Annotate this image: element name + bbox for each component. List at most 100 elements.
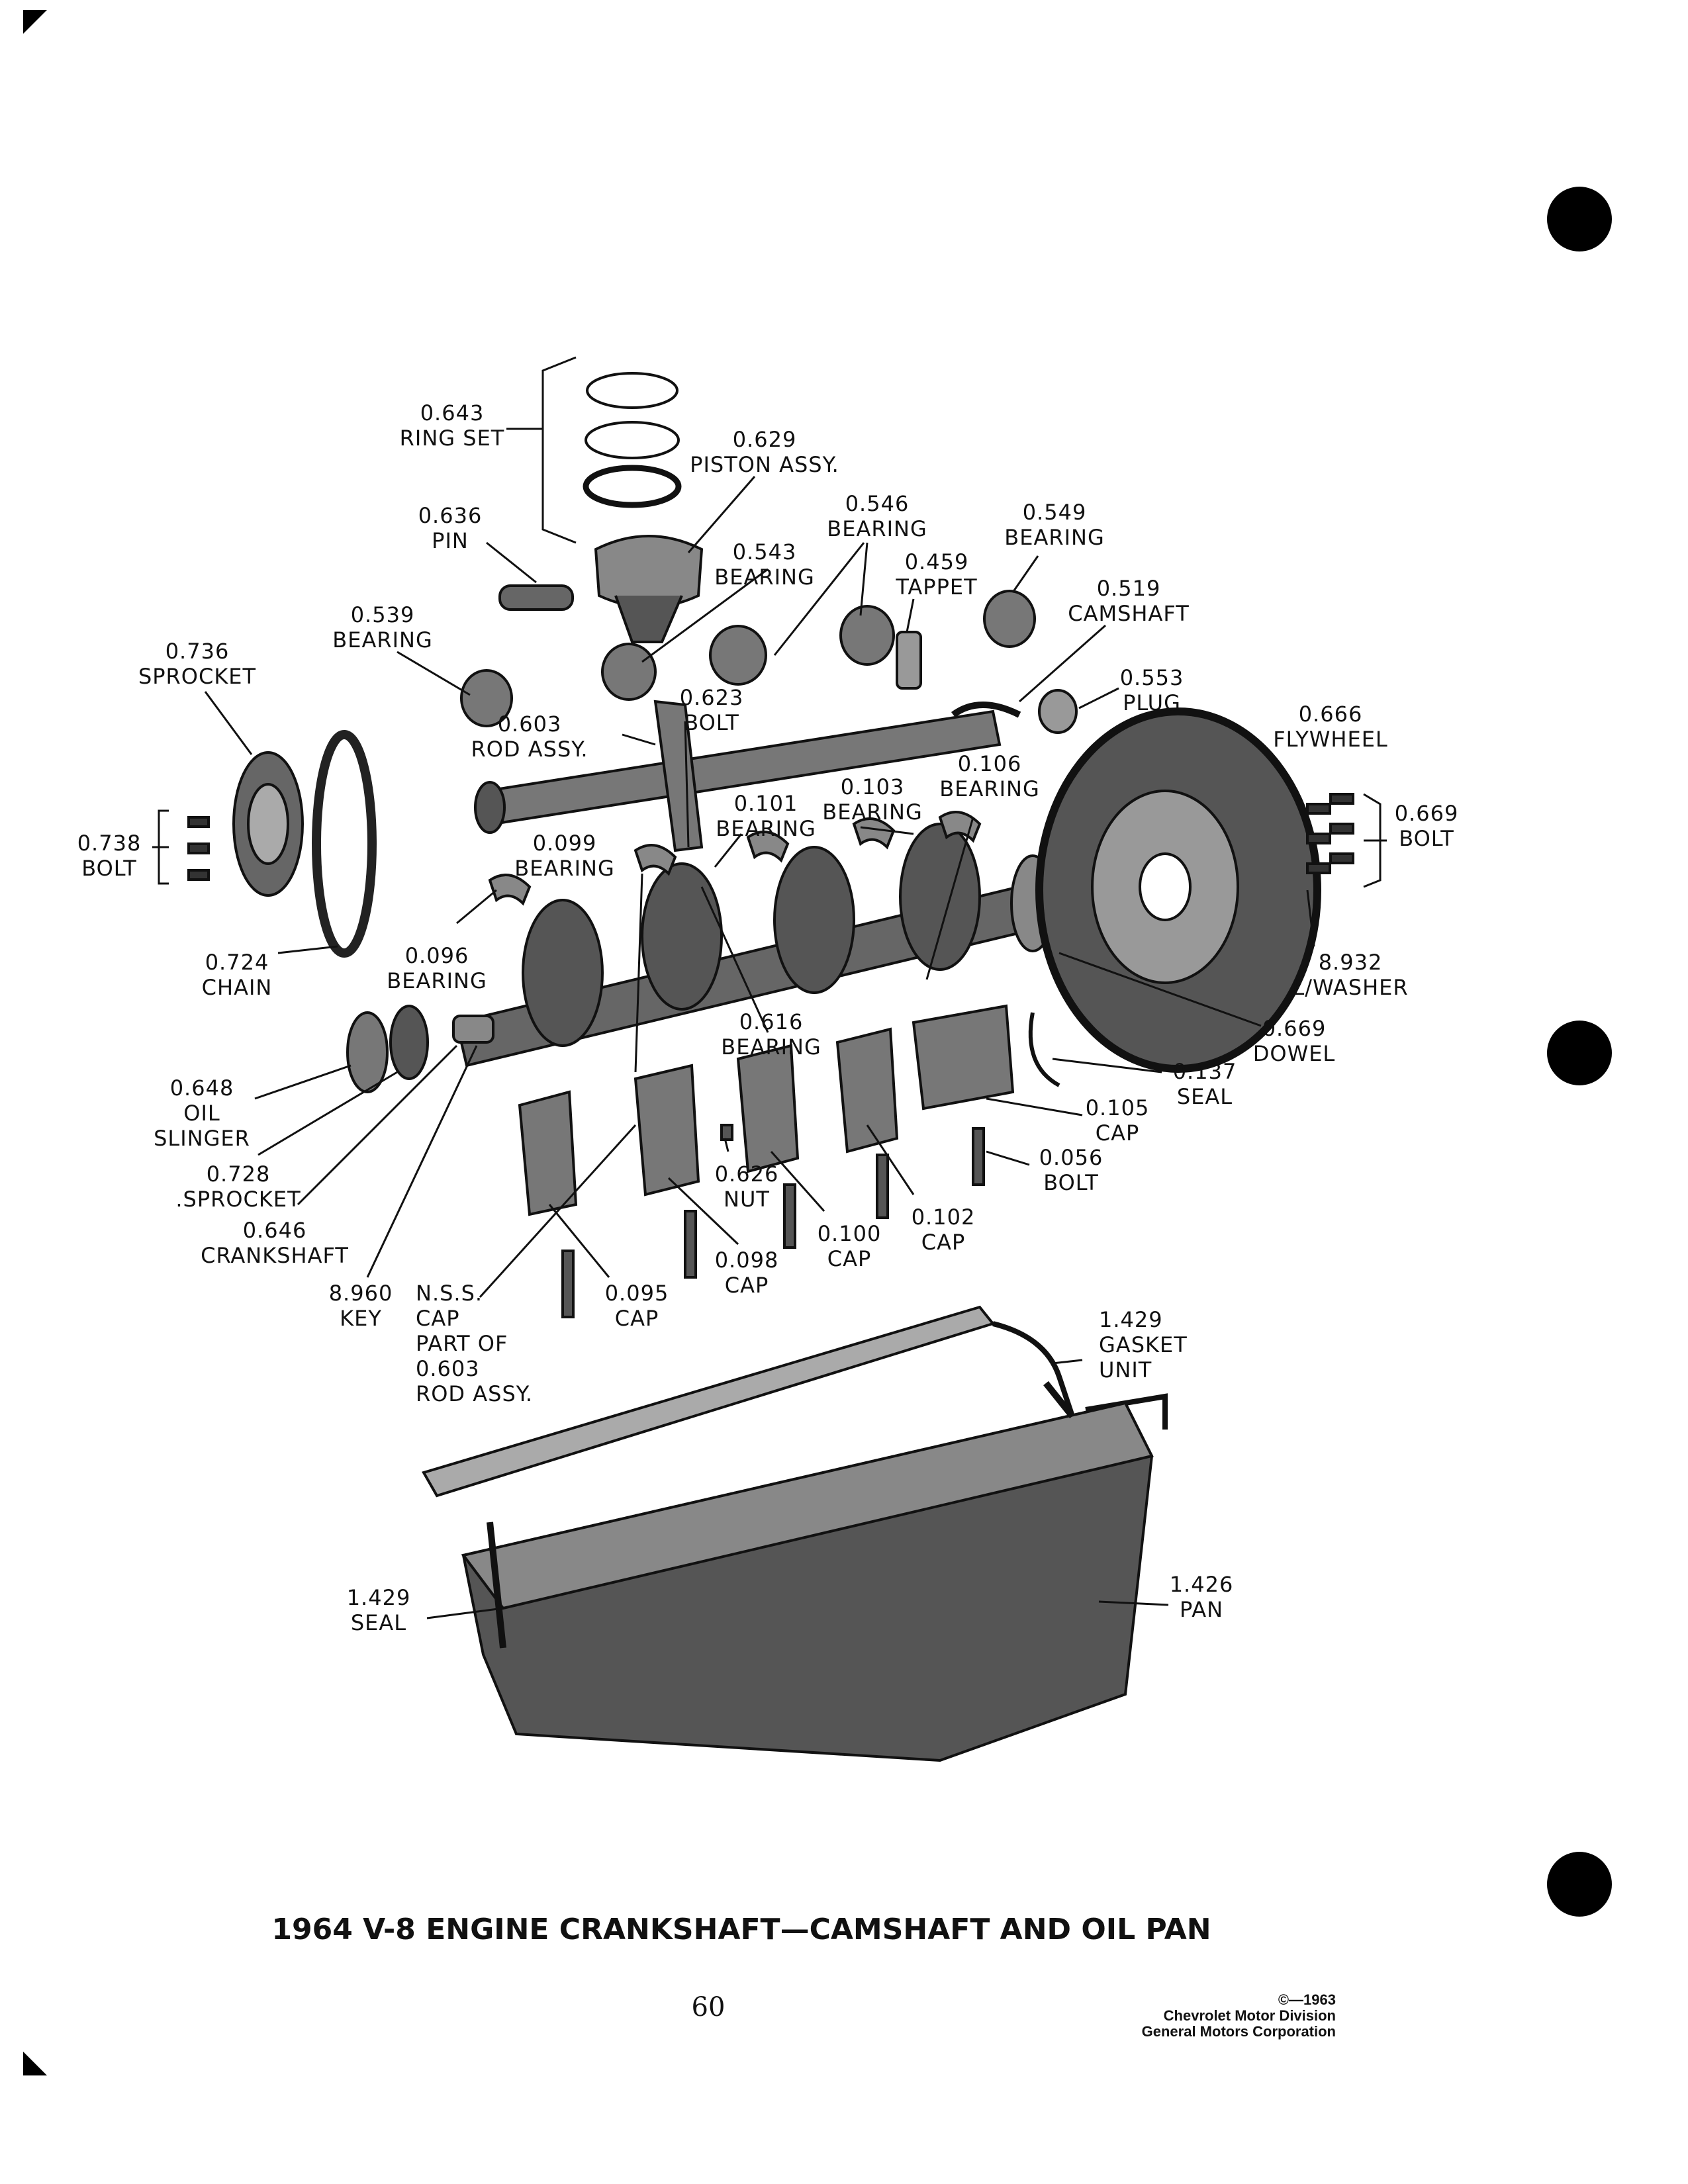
label-line: 0.553 (1119, 665, 1184, 690)
label-line: 0.519 (1096, 576, 1161, 601)
label-line: 0.648 (169, 1075, 234, 1101)
binder-hole-top (1547, 187, 1612, 251)
label-line: BEARING (714, 565, 815, 590)
label-line: 0.669 (1394, 801, 1459, 826)
label-line: SPROCKET (138, 664, 257, 689)
label-line: 0.099 (532, 831, 597, 856)
timing-chain (312, 730, 377, 958)
camshaft (474, 689, 1078, 834)
label-line: GASKET (1099, 1332, 1188, 1357)
bearing-shell (983, 590, 1036, 648)
corner-mark-top-left (23, 10, 47, 34)
label-line: 1.429 (346, 1585, 411, 1610)
label-line: 1.429 (1099, 1307, 1163, 1332)
label-line: 0.100 (817, 1221, 882, 1246)
label-line: 0.546 (845, 491, 910, 516)
label-line: DOWEL (1252, 1041, 1336, 1066)
main-cap (912, 1004, 1015, 1111)
label-line: RING SET (399, 426, 505, 451)
piston (594, 535, 704, 643)
label-line: PART OF (416, 1331, 508, 1356)
bearing-shell (460, 669, 513, 727)
label-line: NUT (724, 1187, 770, 1212)
label-line: 0.623 (679, 685, 744, 710)
label-line: 0.738 (77, 831, 142, 856)
label-line: BOLT (1043, 1170, 1099, 1195)
label-line: KEY (340, 1306, 382, 1331)
label-line: 0.603 (497, 711, 562, 737)
label-line: 0.095 (604, 1281, 669, 1306)
label-line: BEARING (387, 968, 487, 993)
label-line: BEARING (822, 799, 923, 825)
main-cap (736, 1044, 800, 1173)
label-line: 0.106 (957, 751, 1022, 776)
label-line: BEARING (721, 1034, 821, 1060)
label-line: CHAIN (201, 975, 273, 1000)
label-line: ROD ASSY. (471, 737, 588, 762)
label-line: 0.728 (206, 1161, 271, 1187)
label-line: 0.643 (420, 400, 485, 426)
label-line: 0.459 (904, 549, 969, 574)
cam-sprocket (232, 751, 304, 897)
label-line: 0.736 (165, 639, 230, 664)
bearing-shell (601, 643, 657, 701)
label-line: SEAL (1176, 1084, 1233, 1109)
label-line: 0.646 (242, 1218, 307, 1243)
label-line: PAN (1179, 1597, 1224, 1622)
label-line: 0.056 (1039, 1145, 1103, 1170)
label-line: CRANKSHAFT (201, 1243, 349, 1268)
label-line: 0.724 (205, 950, 269, 975)
copyright-line: ©—1963 (1278, 1991, 1336, 2008)
label-line: CAMSHAFT (1068, 601, 1190, 626)
binder-hole-middle (1547, 1021, 1612, 1085)
label-line: PISTON ASSY. (690, 452, 839, 477)
label-line: BEARING (716, 816, 816, 841)
label-line: CAP (921, 1230, 966, 1255)
copyright-block: ©—1963 Chevrolet Motor Division General … (1142, 1992, 1336, 2040)
label-line: 0.098 (714, 1248, 779, 1273)
main-cap (518, 1090, 578, 1216)
label-line: 0.549 (1022, 500, 1087, 525)
leader-lines (152, 428, 1387, 1619)
copyright-line: Chevrolet Motor Division (1163, 2007, 1336, 2024)
copyright-line: General Motors Corporation (1141, 2023, 1336, 2040)
label-line: CAP (724, 1273, 769, 1298)
label-line: 0.102 (911, 1205, 976, 1230)
label-line: ROD ASSY. (416, 1381, 533, 1406)
label-line: SEAL (350, 1610, 407, 1635)
page-title: 1964 V-8 ENGINE CRANKSHAFT—CAMSHAFT AND … (271, 1913, 1211, 1946)
label-line: 0.626 (714, 1161, 779, 1187)
label-line: N.S.S. (416, 1281, 483, 1306)
main-cap (835, 1027, 899, 1154)
label-line: UNIT (1099, 1357, 1152, 1383)
